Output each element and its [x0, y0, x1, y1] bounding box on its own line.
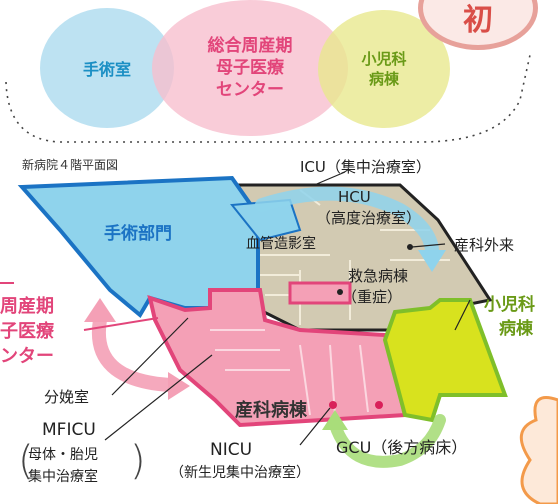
emergency-ward-area: [288, 281, 352, 305]
obstetrics-ward-area: [147, 288, 408, 428]
pediatric-ward-line2: 病棟: [368, 70, 399, 88]
perinatal-label-bar: [0, 282, 14, 284]
obstetrics-outpatient-label: 産科外来: [454, 236, 515, 254]
emergency-dot: [337, 289, 343, 295]
perinatal-label-3: ンター: [0, 346, 54, 367]
perinatal-center-circle: 総合周産期 母子医療 センター: [152, 0, 348, 136]
plan-title: 新病院４階平面図: [22, 158, 119, 172]
green-arrow: [329, 414, 446, 468]
mficu-desc-1: 母体・胎児: [28, 447, 98, 463]
nicu-label: NICU: [210, 440, 253, 460]
angiography-label: 血管造影室: [246, 236, 316, 252]
perinatal-label-2: 子医療: [0, 321, 54, 342]
surgery-room-circle: 手術室: [40, 8, 174, 128]
mficu-label: MFICU: [42, 420, 96, 440]
obstetrics-outpatient-dot: [407, 244, 413, 250]
obstetrics-rooms: [210, 329, 369, 416]
hcu-label: HCU: [338, 188, 371, 206]
mficu-paren-right: ): [130, 438, 146, 484]
pediatric-ward-line1: 小児科: [361, 50, 407, 68]
pink-arrow: [91, 313, 177, 392]
pink-arrow-head: [84, 298, 116, 322]
gcu-label: GCU（後方病床）: [336, 438, 468, 457]
blue-arrow-head: [418, 250, 446, 272]
delivery-room-label: 分娩室: [44, 388, 90, 406]
hcu-desc: （高度治療室）: [316, 209, 422, 227]
nicu-dot: [329, 401, 337, 409]
gcu-dot: [375, 401, 383, 409]
emergency-label-1: 救急病棟: [348, 267, 409, 285]
pediatric-label-2: 病棟: [499, 319, 533, 339]
green-arrow-head: [322, 410, 348, 430]
pink-arrow-head-2: [168, 372, 190, 400]
surgery-room-label: 手術室: [82, 60, 131, 79]
icu-label: ICU（集中治療室）: [300, 158, 431, 176]
first-stamp-text: 初: [463, 3, 493, 38]
pediatric-label-1: 小児科: [484, 295, 535, 315]
mficu-paren-left: (: [18, 438, 34, 484]
decorative-cloud: [519, 396, 558, 504]
obstetrics-ward-label: 産科病棟: [235, 400, 307, 421]
perinatal-center-line3: センター: [216, 80, 284, 100]
perinatal-center-line2: 母子医療: [216, 58, 284, 78]
perinatal-center-line1: 総合周産期: [207, 36, 293, 56]
pediatric-ward-area: [382, 298, 508, 423]
nicu-desc: （新生児集中治療室）: [170, 465, 310, 481]
perinatal-leader: [83, 317, 159, 331]
surgery-department-label: 手術部門: [104, 224, 172, 244]
blue-arrow: [255, 186, 439, 257]
emergency-label-2: （重症）: [342, 288, 403, 306]
leader-lines: [104, 171, 471, 446]
mficu-desc-2: 集中治療室: [28, 469, 98, 485]
perinatal-label-1: 周産期: [0, 296, 54, 317]
